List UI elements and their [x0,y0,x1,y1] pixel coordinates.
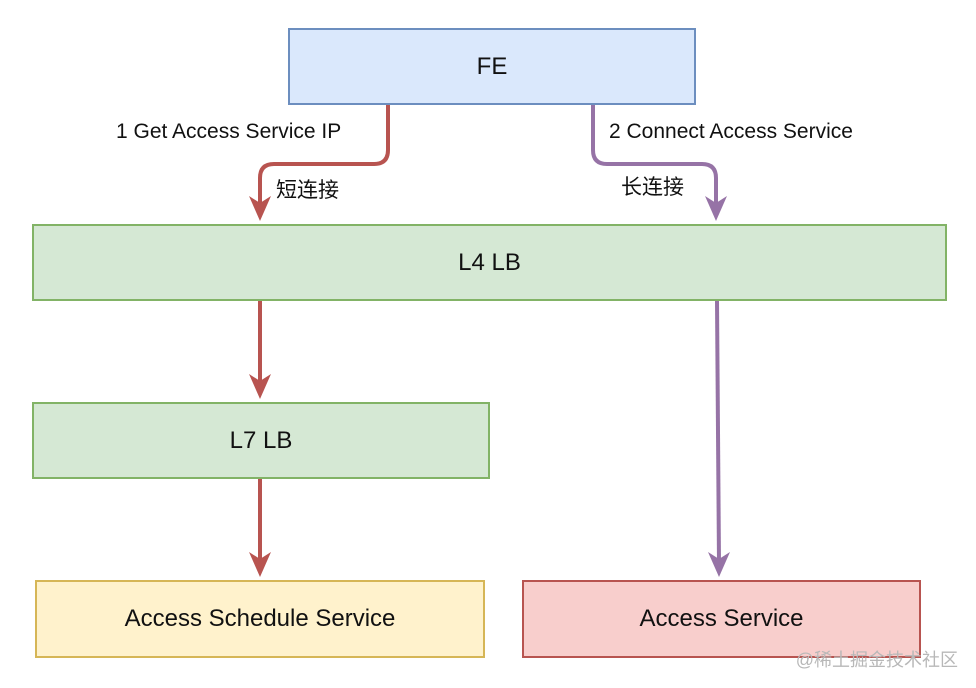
edge-get-ip-arrowhead [249,196,271,221]
edge-l4-access-line [715,300,721,564]
edge-l4-l7-arrowhead [249,374,271,399]
access-schedule-service-label: Access Schedule Service [124,605,396,632]
edge-connect-arrowhead [705,196,727,221]
fe-node: FE [288,28,696,105]
edge-get-ip-line [258,105,390,208]
l7-lb-node-label: L7 LB [229,426,293,454]
l4-lb-node-label: L4 LB [458,248,521,276]
edge-long-connection-label: 长连接 [621,175,684,201]
l7-lb-node: L7 LB [32,402,490,479]
edge-connect-label: 2 Connect Access Service [609,119,853,145]
edge-get-ip-label: 1 Get Access Service IP [116,119,342,145]
edge-l7-schedule-arrowhead [249,552,271,577]
edge-connect-line [591,105,718,208]
access-service-label: Access Service [639,605,804,632]
l4-lb-node: L4 LB [32,224,947,301]
access-schedule-service-node: Access Schedule Service [35,580,485,658]
access-service-node: Access Service [522,580,921,658]
edge-l4-access-arrowhead [708,552,730,577]
fe-node-label: FE [476,52,508,80]
watermark: @稀土掘金技术社区 [795,650,958,670]
edge-short-connection-label: 短连接 [276,178,339,204]
